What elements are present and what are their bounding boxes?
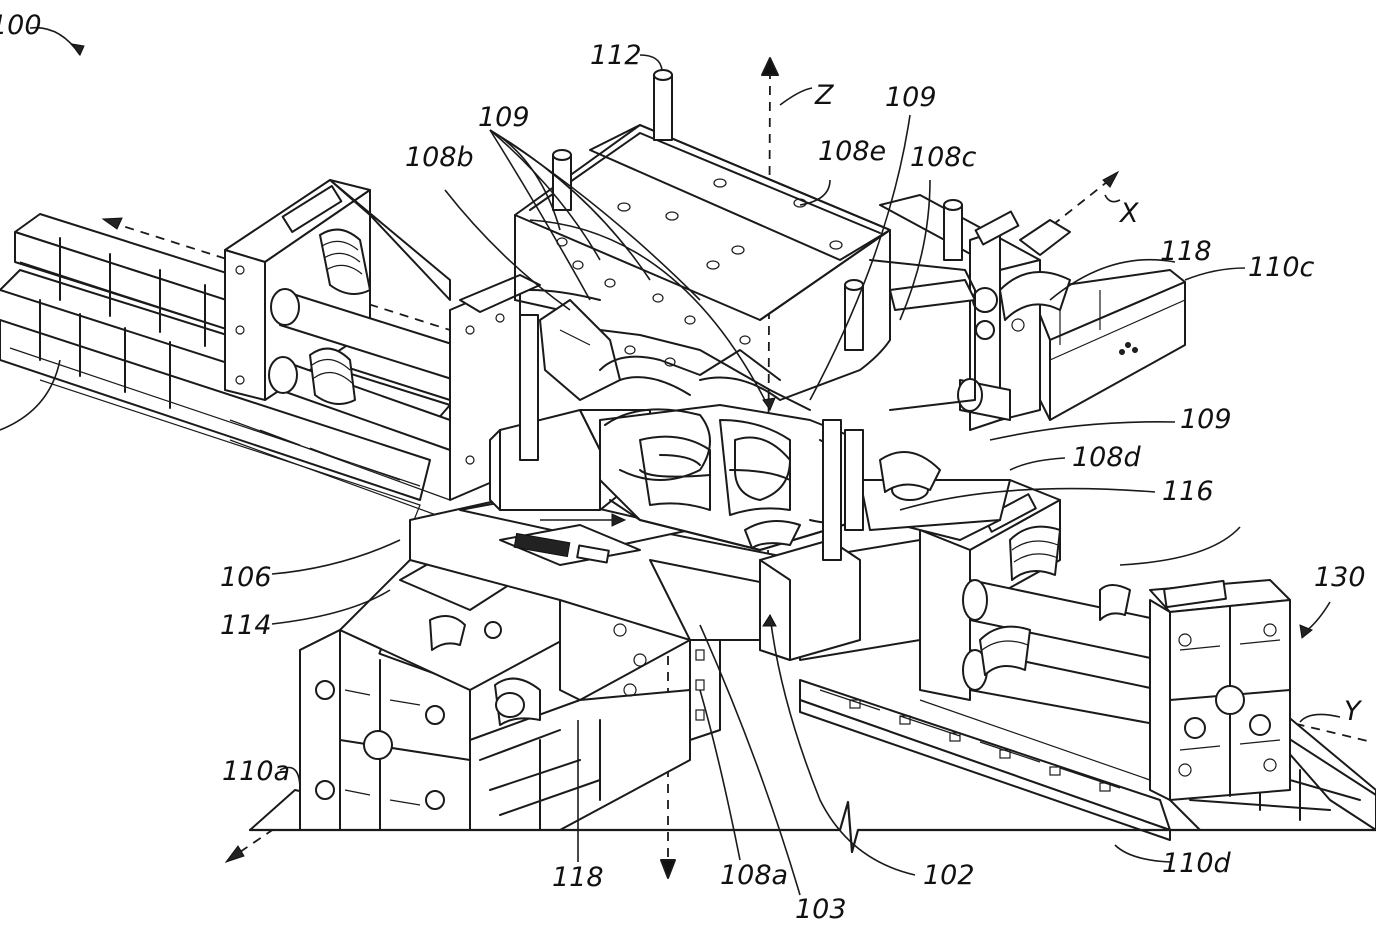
label-108b: 108b [405,142,474,173]
leader-lines [29,26,1341,896]
guide-posts [519,69,963,561]
label-109-right: 109 [885,82,937,113]
workpiece [599,404,861,551]
label-108e: 108e [818,136,886,167]
lower-mold [489,409,1011,661]
label-114: 114 [220,610,272,641]
label-103: 103 [795,894,847,925]
baseline [248,800,1376,854]
label-110c: 110c [1248,252,1315,283]
label-108c: 108c [910,142,977,173]
press-unit-left [224,179,541,521]
label-102: 102 [923,860,975,891]
label-110d: 110d [1162,848,1232,879]
label-109-mid: 109 [1180,404,1232,435]
label-axis-z: Z [814,80,834,111]
label-108d: 108d [1072,442,1142,473]
label-112: 112 [590,40,642,71]
label-130: 130 [1314,562,1366,593]
label-108a: 108a [720,860,788,891]
label-118-bottom: 118 [552,862,604,893]
press-unit-left-front [299,539,691,831]
label-109-top: 109 [478,102,530,133]
label-110a: 110a [222,756,290,787]
label-106: 106 [220,562,272,593]
label-118-top: 118 [1160,236,1212,267]
label-116: 116 [1162,476,1214,507]
label-axis-x: X [1118,198,1139,229]
label-100: 100 [0,10,42,41]
reference-labels: 100 112 Z 109 109 108b 108e 108c X 118 1… [0,10,1366,925]
upper-mold [514,124,976,411]
label-axis-y: Y [1344,696,1363,727]
